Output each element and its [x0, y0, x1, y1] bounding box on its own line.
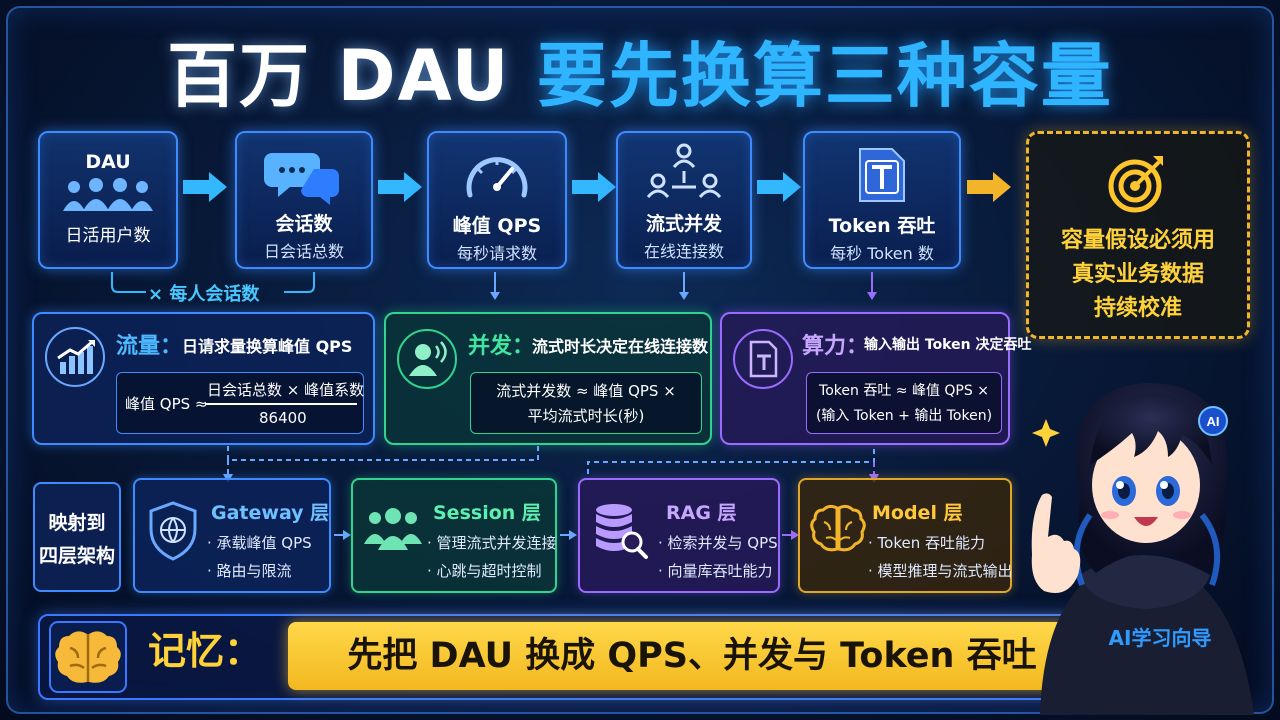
- formula-line: 流式并发数 ≈ 峰值 QPS ×: [496, 382, 676, 400]
- flow-box-dau: DAU 日活用户数: [38, 131, 178, 269]
- arrow-right-icon: [378, 172, 422, 202]
- formula-denominator: 86400: [259, 409, 307, 427]
- panel-desc: 输入输出 Token 决定吞吐: [864, 337, 1032, 353]
- multiplier-label: × 每人会话数: [148, 284, 260, 305]
- flow-sub: 日会话总数: [263, 242, 344, 261]
- layer-item: · 心跳与超时控制: [427, 562, 542, 580]
- flow-title: DAU: [85, 151, 131, 173]
- network-icon: [646, 143, 722, 199]
- chat-icon: [264, 153, 339, 205]
- arrow-down-icon: [867, 272, 877, 300]
- users-icon: [63, 178, 153, 211]
- shield-globe-icon: [149, 501, 197, 561]
- flow-sub: 日活用户数: [65, 226, 151, 246]
- token-doc-icon: [733, 329, 793, 389]
- flow-sub: 在线连接数: [643, 242, 724, 261]
- memory-text: 先把 DAU 换成 QPS、并发与 Token 吞吐: [288, 622, 1096, 690]
- mascot-shirt-text: AI学习向导: [1109, 626, 1212, 650]
- formula-line: Token 吞吐 ≈ 峰值 QPS ×: [819, 383, 989, 399]
- formula-numerator: 日会话总数 × 峰值系数: [207, 381, 365, 399]
- panel-compute: 算力： 输入输出 Token 决定吞吐 Token 吞吐 ≈ 峰值 QPS × …: [720, 312, 1031, 445]
- mapping-label-box: 映射到 四层架构: [33, 482, 121, 592]
- conclusion-line: 持续校准: [1093, 296, 1182, 321]
- chart-icon: [45, 327, 105, 387]
- flow-title: 峰值 QPS: [452, 215, 542, 237]
- flow-box-concurrency: 流式并发 在线连接数: [616, 131, 752, 269]
- page-title: 百万 DAU 要先换算三种容量: [0, 20, 1280, 121]
- formula-box: 峰值 QPS ≈ 日会话总数 × 峰值系数 86400: [116, 372, 364, 434]
- layer-title: Session 层: [433, 502, 541, 524]
- layer-rag: RAG 层 · 检索并发与 QPS · 向量库吞吐能力: [578, 478, 780, 593]
- title-part1: 百万 DAU: [167, 35, 511, 117]
- panel-desc: 日请求量换算峰值 QPS: [182, 337, 353, 356]
- arrow-right-icon: [757, 172, 801, 202]
- panel-label: 算力：: [802, 334, 869, 359]
- conclusion-box: 容量假设必须用 真实业务数据 持续校准: [1026, 131, 1250, 339]
- fraction-bar: [205, 403, 357, 405]
- layer-item: · 管理流式并发连接: [427, 534, 557, 552]
- arrow-right-icon: [334, 530, 351, 540]
- arrow-down-icon: [490, 272, 500, 300]
- layer-title: RAG 层: [666, 502, 737, 524]
- arrow-right-icon: [183, 172, 227, 202]
- formula-box: Token 吞吐 ≈ 峰值 QPS × (输入 Token + 输出 Token…: [806, 372, 1002, 434]
- target-icon: [1108, 156, 1163, 213]
- user-voice-icon: [397, 329, 457, 389]
- mascot-badge: AI: [1207, 414, 1220, 429]
- panel-traffic: 流量： 日请求量换算峰值 QPS 峰值 QPS ≈ 日会话总数 × 峰值系数 8…: [32, 312, 375, 445]
- arrow-right-icon: [572, 172, 616, 202]
- mascot-illustration: AI AI学习向导: [1031, 383, 1254, 715]
- arrow-down-icon: [679, 272, 689, 300]
- conclusion-line: 真实业务数据: [1071, 262, 1204, 287]
- outer-frame: [6, 6, 1274, 714]
- formula-left: 峰值 QPS ≈: [125, 395, 208, 413]
- formula-line: 平均流式时长(秒): [527, 407, 645, 425]
- arrow-right-gold-icon: [967, 172, 1011, 202]
- brain-icon: [810, 504, 866, 552]
- team-icon: [364, 508, 422, 550]
- flow-box-peak-qps: 峰值 QPS 每秒请求数: [427, 131, 567, 269]
- layer-item: · 向量库吞吐能力: [658, 562, 773, 580]
- panel-label: 流量：: [116, 334, 183, 359]
- layer-gateway: Gateway 层 · 承载峰值 QPS · 路由与限流: [133, 478, 331, 593]
- flow-sub: 每秒请求数: [456, 244, 537, 263]
- layer-item: · 路由与限流: [207, 562, 292, 580]
- layer-item: · 检索并发与 QPS: [658, 534, 778, 552]
- layer-title: Gateway 层: [211, 502, 330, 524]
- layer-item: · Token 吞吐能力: [868, 534, 985, 552]
- panel-concurrency: 并发： 流式时长决定在线连接数 流式并发数 ≈ 峰值 QPS × 平均流式时长(…: [384, 312, 712, 445]
- brain-icon: [49, 621, 127, 693]
- arrow-right-icon: [560, 530, 577, 540]
- title-part2: 要先换算三种容量: [536, 35, 1113, 117]
- layer-session: Session 层 · 管理流式并发连接 · 心跳与超时控制: [351, 478, 557, 593]
- database-search-icon: [596, 504, 648, 559]
- flow-title: 流式并发: [645, 213, 722, 235]
- flow-title: 会话数: [275, 213, 333, 235]
- mapping-label-line: 映射到: [48, 512, 106, 534]
- memory-label: 记忆：: [148, 629, 263, 673]
- flow-box-token: Token 吞吐 每秒 Token 数: [803, 131, 961, 269]
- conclusion-line: 容量假设必须用: [1060, 228, 1215, 253]
- formula-line: (输入 Token + 输出 Token): [815, 408, 993, 424]
- panel-desc: 流式时长决定在线连接数: [532, 337, 709, 356]
- mapping-label-line: 四层架构: [38, 545, 115, 567]
- arrow-right-icon: [782, 530, 799, 540]
- layer-model: Model 层 · Token 吞吐能力 · 模型推理与流式输出: [798, 478, 1013, 593]
- multiplier-bracket: [111, 272, 315, 293]
- flow-sub: 每秒 Token 数: [830, 244, 934, 263]
- layer-item: · 承载峰值 QPS: [207, 534, 312, 552]
- flow-box-sessions: 会话数 日会话总数: [235, 131, 373, 269]
- layer-title: Model 层: [872, 502, 963, 524]
- panel-label: 并发：: [468, 334, 535, 359]
- token-icon: [859, 148, 905, 202]
- formula-box: 流式并发数 ≈ 峰值 QPS × 平均流式时长(秒): [470, 372, 702, 434]
- speedometer-icon: [466, 157, 528, 198]
- layer-item: · 模型推理与流式输出: [868, 562, 1013, 580]
- flow-title: Token 吞吐: [828, 215, 936, 237]
